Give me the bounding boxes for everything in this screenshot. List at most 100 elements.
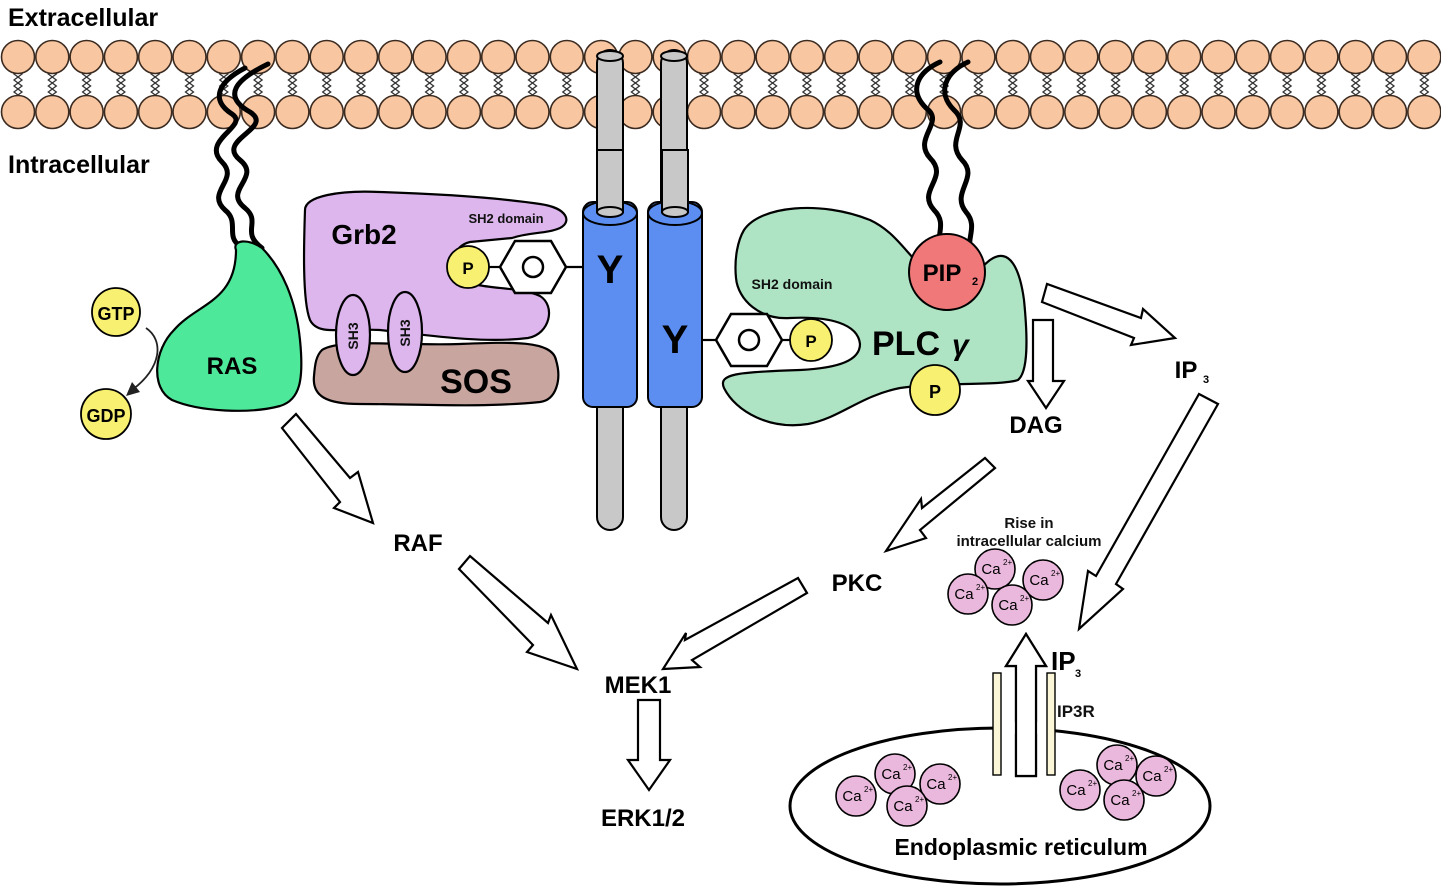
- svg-text:2+: 2+: [948, 773, 957, 782]
- ip3r-channel-right: [1046, 672, 1056, 776]
- grb2-sh3-domain-a: SH3: [334, 293, 372, 377]
- svg-text:IP: IP: [1051, 646, 1076, 676]
- gdp-molecule: GDP: [80, 388, 132, 440]
- lipid-head: [1235, 39, 1271, 75]
- svg-text:3: 3: [1203, 374, 1209, 386]
- ras-lipid-anchor: [213, 61, 271, 251]
- lipid-head: [789, 39, 825, 75]
- lipid-head: [1304, 39, 1339, 75]
- svg-text:Ca: Ca: [1103, 757, 1123, 774]
- lipid-head: [823, 94, 859, 130]
- lipid-head: [69, 94, 104, 130]
- svg-text:SH3: SH3: [345, 322, 361, 349]
- lipid-head: [755, 39, 790, 75]
- lipid-head: [755, 94, 790, 130]
- svg-text:2+: 2+: [1020, 594, 1029, 603]
- lipid-head: [858, 39, 893, 75]
- arrow-raf-to-mek1: [457, 554, 580, 671]
- lipid-head: [1029, 39, 1065, 75]
- tyrosine-left: Y: [597, 248, 624, 292]
- svg-text:Ca: Ca: [1110, 792, 1130, 809]
- lipid-head: [1166, 94, 1202, 130]
- svg-text:2+: 2+: [1003, 558, 1012, 567]
- lipid-head: [1407, 39, 1441, 75]
- lipid-head: [1064, 39, 1099, 75]
- svg-text:2+: 2+: [1132, 789, 1141, 798]
- svg-text:2+: 2+: [915, 795, 924, 804]
- lipid-head: [1029, 94, 1065, 130]
- lipid-head: [275, 39, 310, 75]
- lipid-head: [892, 39, 928, 75]
- gtp-to-gdp-arrow: [131, 327, 159, 391]
- arrow-plc-to-dag: [1025, 318, 1067, 410]
- lipid-bilayer: [0, 39, 1441, 130]
- lipid-head: [515, 94, 550, 130]
- lipid-head: [34, 94, 70, 130]
- svg-text:Ca: Ca: [1142, 768, 1162, 785]
- lipid-head: [480, 94, 516, 130]
- svg-text:Grb2: Grb2: [331, 219, 396, 250]
- lipid-head: [412, 39, 447, 75]
- lipid-head: [1166, 39, 1202, 75]
- svg-text:P: P: [805, 332, 816, 351]
- extracellular-label: Extracellular: [8, 4, 158, 32]
- lipid-head: [720, 94, 756, 130]
- lipid-head: [1098, 39, 1133, 75]
- ip3-label: IP 3: [1175, 357, 1209, 386]
- arrow-ras-to-raf: [280, 412, 375, 525]
- pip2-lipid-anchor: [914, 59, 977, 259]
- lipid-head: [1338, 39, 1373, 75]
- lipid-head: [480, 39, 516, 75]
- lipid-head: [412, 94, 447, 130]
- mek1-label: MEK1: [605, 672, 672, 699]
- svg-text:2+: 2+: [1164, 765, 1173, 774]
- svg-text:IP: IP: [1175, 357, 1198, 384]
- arrow-pkc-to-mek1: [660, 576, 809, 671]
- svg-text:RAS: RAS: [207, 353, 258, 380]
- lipid-head: [961, 94, 996, 130]
- lipid-head: [1064, 94, 1099, 130]
- lipid-head: [206, 94, 242, 130]
- lipid-head: [1201, 94, 1236, 130]
- svg-text:P: P: [929, 382, 941, 402]
- gtp-to-gdp-arrowhead: [126, 382, 140, 396]
- pip2-molecule: PIP 2: [908, 233, 986, 311]
- lipid-head: [858, 94, 893, 130]
- lipid-head: [823, 39, 859, 75]
- lipid-head: [515, 39, 550, 75]
- erk-label: ERK1/2: [601, 805, 685, 832]
- svg-text:2: 2: [972, 276, 978, 288]
- plc-phosphotyrosine: P: [702, 312, 833, 368]
- lipid-head: [1407, 94, 1441, 130]
- svg-text:Ca: Ca: [981, 561, 1001, 578]
- lipid-head: [961, 39, 996, 75]
- pkc-label: PKC: [832, 570, 883, 597]
- lipid-head: [446, 39, 482, 75]
- svg-text:SOS: SOS: [440, 363, 512, 401]
- ip3-er-label: IP 3: [1051, 646, 1081, 680]
- lipid-head: [377, 94, 413, 130]
- lipid-head: [995, 94, 1031, 130]
- lipid-head: [309, 94, 345, 130]
- svg-text:Ca: Ca: [842, 788, 862, 805]
- sos-protein: SOS: [312, 341, 560, 407]
- lipid-head: [103, 94, 139, 130]
- intracellular-label: Intracellular: [8, 151, 150, 179]
- rise-calcium-line1: Rise in: [1004, 515, 1053, 532]
- svg-text:SH3: SH3: [397, 319, 413, 346]
- lipid-head: [686, 39, 722, 75]
- svg-text:PLC: PLC: [872, 325, 940, 363]
- svg-text:GDP: GDP: [86, 406, 125, 426]
- lipid-head: [1269, 39, 1305, 75]
- ras-protein: RAS: [156, 240, 303, 412]
